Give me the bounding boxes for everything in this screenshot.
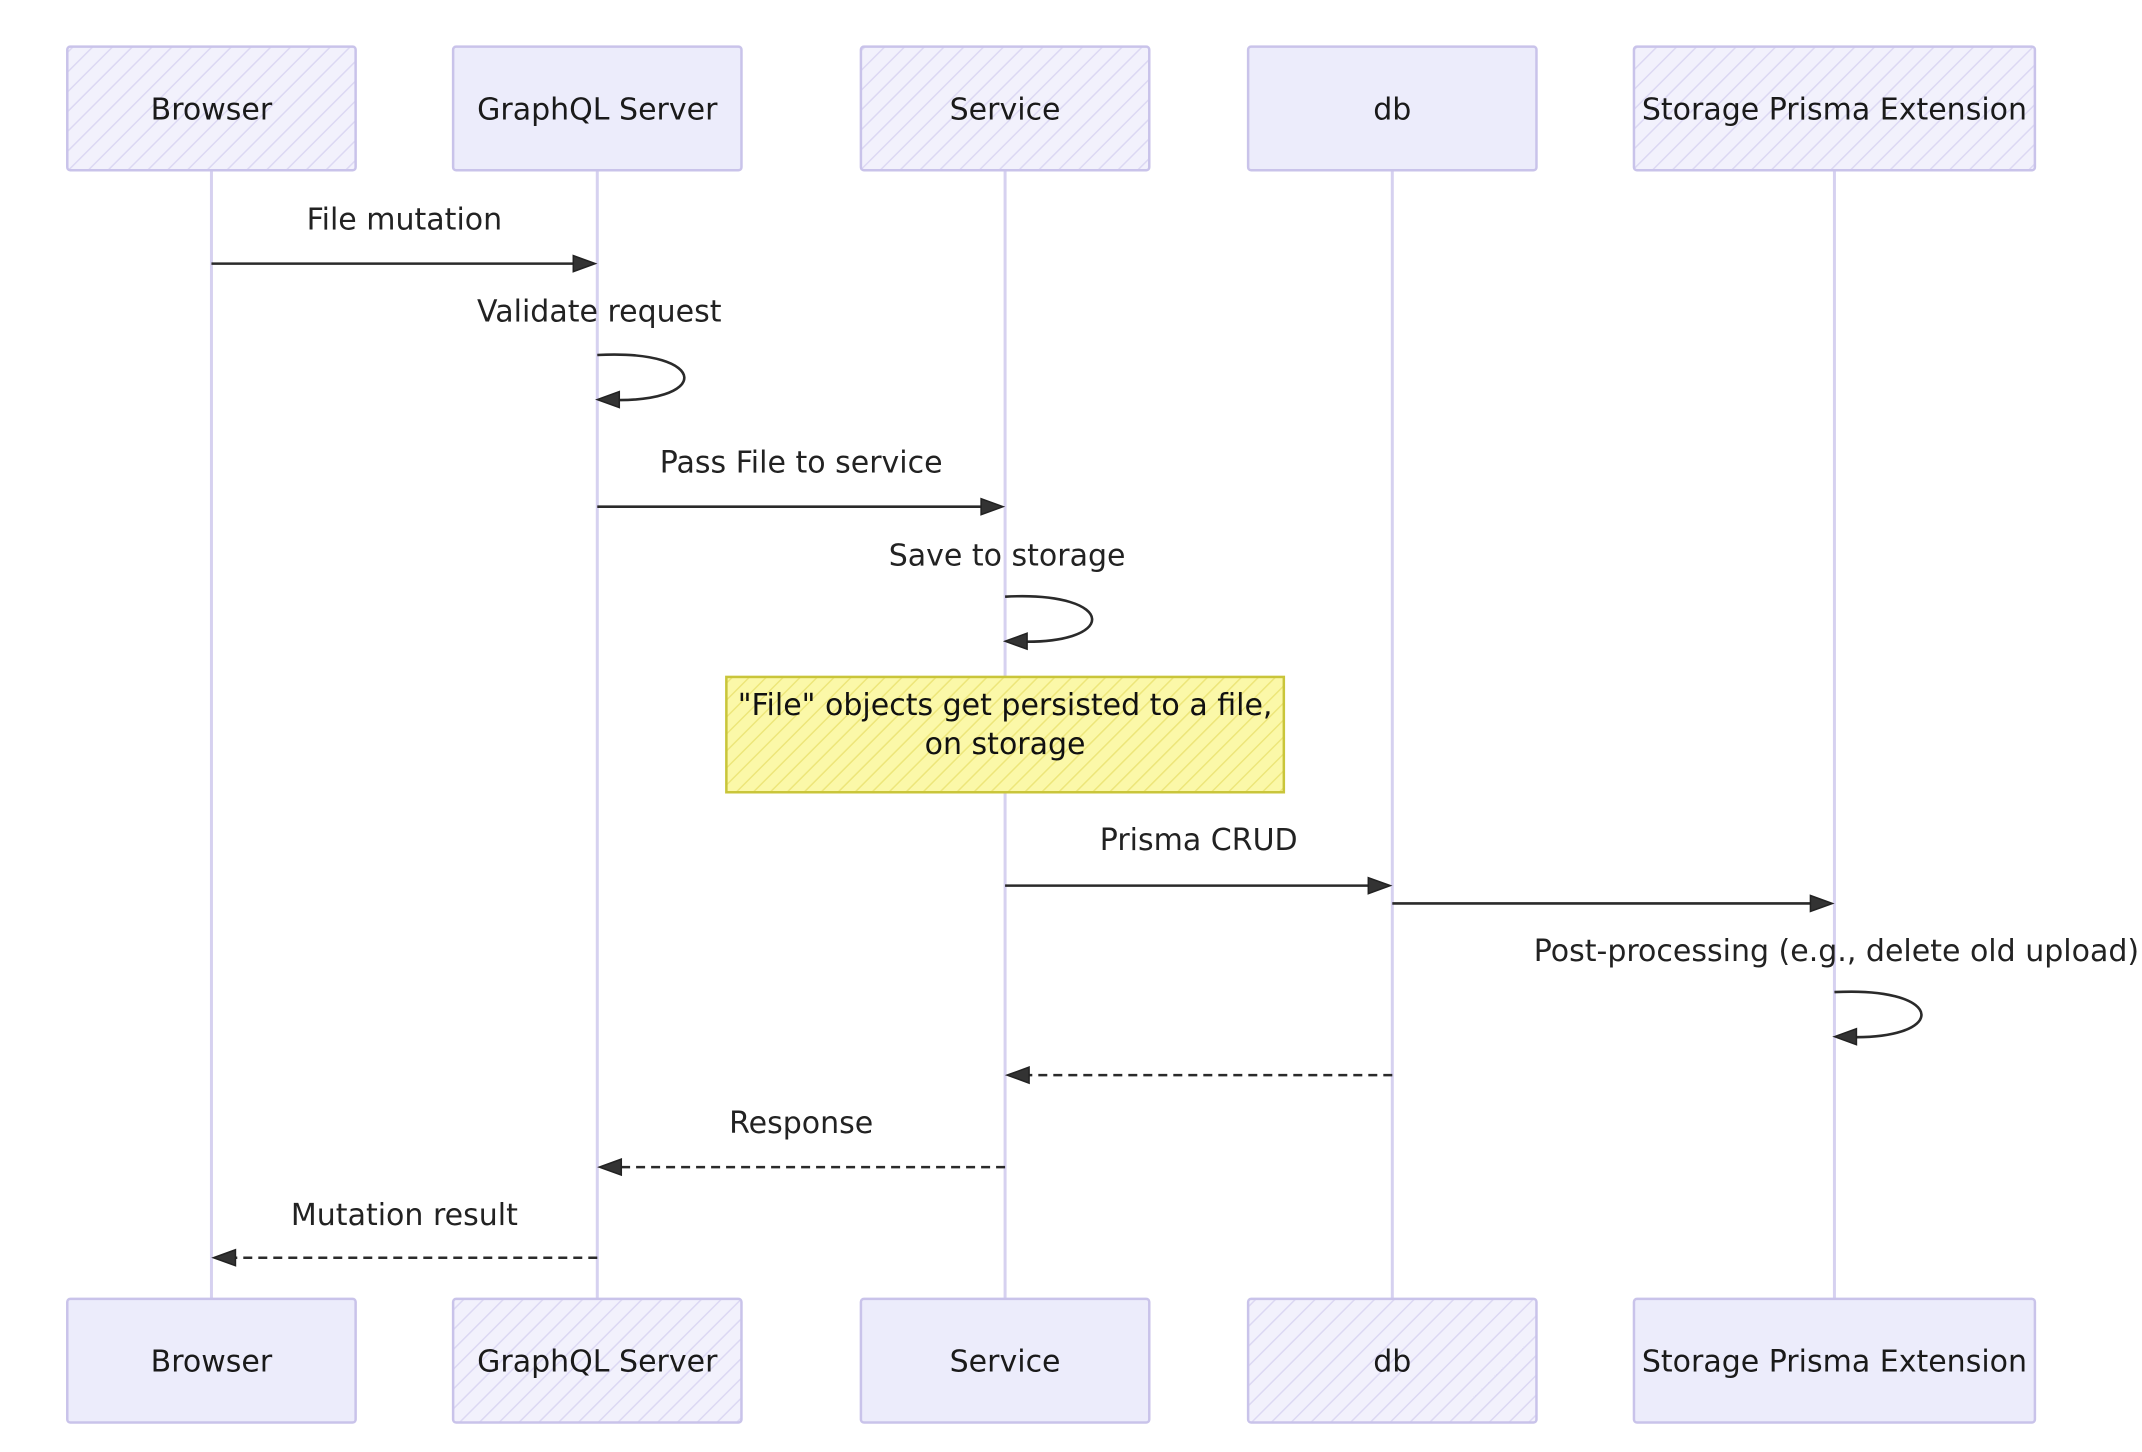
message-5: Prisma CRUD (1005, 823, 1393, 895)
actor-box (1632, 45, 2037, 172)
note-text-line: on storage (925, 727, 1086, 762)
message-label: Mutation result (291, 1198, 518, 1233)
message-label: Save to storage (889, 539, 1126, 574)
actor-browser-top: Browser (66, 45, 357, 172)
message-8 (1004, 1066, 1393, 1085)
message-6 (1392, 894, 1835, 913)
message-9: Response (597, 1106, 1006, 1177)
actor-label: GraphQL Server (477, 1345, 718, 1380)
message-label: Pass File to service (660, 445, 943, 480)
arrow-head (211, 1248, 237, 1267)
actor-graphql-top: GraphQL Server (451, 45, 743, 172)
actor-label: Service (950, 1345, 1061, 1380)
actor-service-top: Service (859, 45, 1151, 172)
actor-label: Browser (151, 92, 273, 127)
actor-browser-bottom: Browser (66, 1297, 357, 1424)
note: "File" objects get persisted to a file, o… (725, 675, 1286, 794)
actor-label: Service (950, 92, 1061, 127)
actor-label: db (1373, 92, 1411, 127)
actor-label: db (1373, 1345, 1411, 1380)
arrow-head (1004, 1066, 1030, 1085)
message-label: Validate request (477, 294, 722, 329)
arrow-head (980, 497, 1006, 516)
self-loop-line (597, 353, 686, 402)
arrow-head (1832, 1027, 1858, 1046)
actor-label: Browser (151, 1345, 273, 1380)
message-label: Response (729, 1106, 873, 1141)
message-2: Validate request (477, 294, 722, 409)
actor-graphql-bottom: GraphQL Server (451, 1297, 743, 1424)
note-box (725, 675, 1286, 794)
actor-storage-bottom: Storage Prisma Extension (1632, 1297, 2037, 1424)
actor-label: Storage Prisma Extension (1642, 92, 2027, 127)
arrow-head (597, 1158, 623, 1177)
actor-box (1246, 1297, 1538, 1424)
actor-db-top: db (1246, 45, 1538, 172)
actor-storage-top: Storage Prisma Extension (1632, 45, 2037, 172)
arrow-head (595, 390, 621, 409)
message-label: Prisma CRUD (1100, 823, 1298, 858)
arrow-head (572, 254, 598, 273)
arrow-head (1809, 894, 1835, 913)
message-4: Save to storage (889, 539, 1126, 651)
arrow-head (1367, 876, 1393, 895)
actor-box (1246, 45, 1538, 172)
actor-box (859, 1297, 1151, 1424)
actor-service-bottom: Service (859, 1297, 1151, 1424)
self-loop-line (1005, 594, 1094, 643)
note-text-line: "File" objects get persisted to a file, (738, 688, 1273, 723)
self-loop-line (1834, 990, 1923, 1039)
actor-box (1632, 1297, 2037, 1424)
message-label: Post-processing (e.g., delete old upload… (1534, 934, 2139, 969)
arrow-head (1002, 632, 1028, 651)
actor-box (451, 1297, 743, 1424)
message-3: Pass File to service (597, 445, 1006, 516)
actor-box (66, 1297, 357, 1424)
message-7: Post-processing (e.g., delete old upload… (1534, 934, 2139, 1046)
message-10: Mutation result (211, 1198, 598, 1267)
message-1: File mutation (211, 202, 598, 273)
message-label: File mutation (307, 202, 503, 237)
actor-label: Storage Prisma Extension (1642, 1345, 2027, 1380)
actor-box (451, 45, 743, 172)
actor-box (66, 45, 357, 172)
actor-db-bottom: db (1246, 1297, 1538, 1424)
actor-box (859, 45, 1151, 172)
actor-label: GraphQL Server (477, 92, 718, 127)
